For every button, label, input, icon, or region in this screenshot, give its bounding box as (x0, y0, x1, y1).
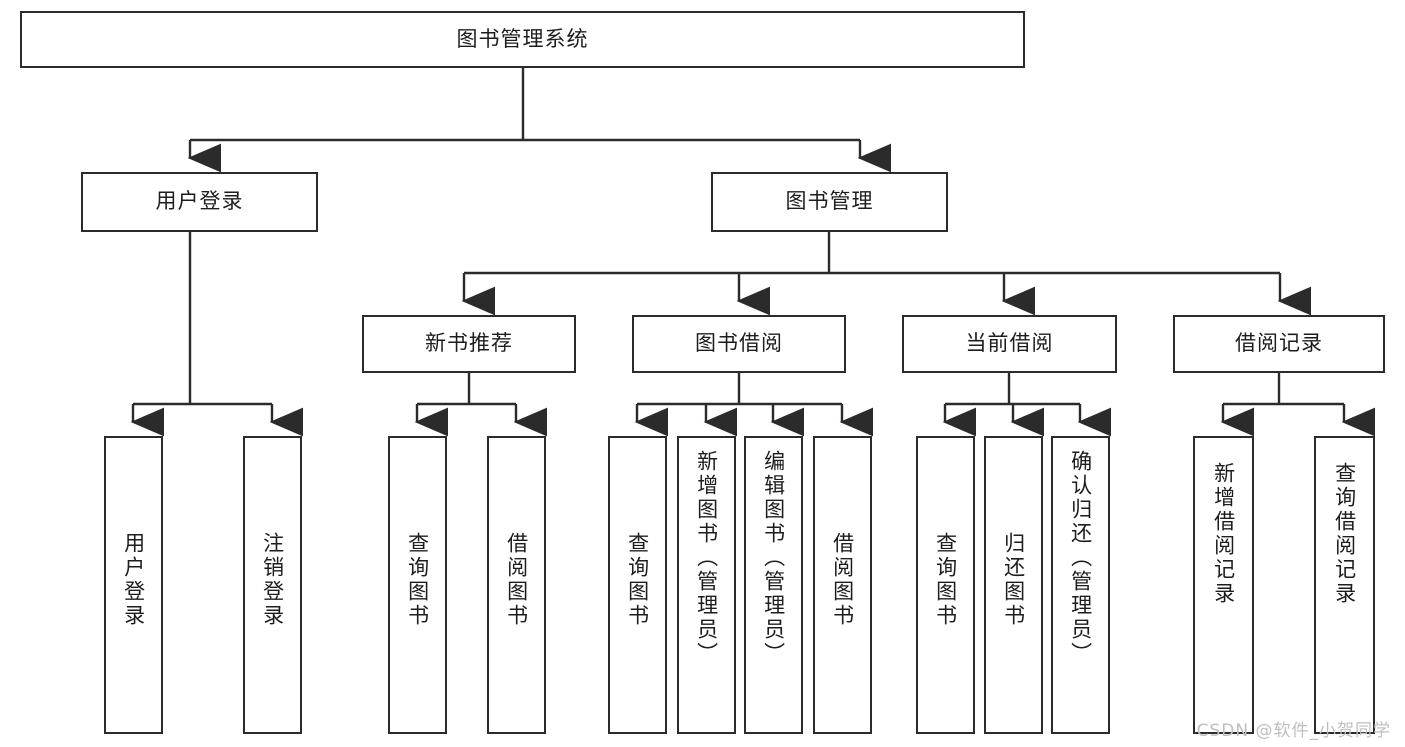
leaf-label: 用户登录 (121, 532, 146, 628)
leaf-borrow-book-recommend[interactable]: 借阅图书 (487, 436, 546, 734)
leaf-query-borrow-record[interactable]: 查询借阅记录 (1314, 436, 1375, 734)
node-book-borrow[interactable]: 图书借阅 (632, 315, 846, 373)
leaf-confirm-return-admin[interactable]: 确认归还（管理员） (1051, 436, 1110, 734)
leaf-label: 查询借阅记录 (1332, 462, 1357, 606)
leaf-label: 借阅图书 (504, 532, 529, 628)
leaf-label: 查询图书 (405, 532, 430, 628)
leaf-add-borrow-record[interactable]: 新增借阅记录 (1193, 436, 1254, 734)
leaf-label: 注销登录 (260, 532, 285, 628)
leaf-logout[interactable]: 注销登录 (243, 436, 302, 734)
leaf-add-book-admin[interactable]: 新增图书（管理员） (677, 436, 736, 734)
leaf-label: 新增图书（管理员） (694, 450, 719, 666)
leaf-return-book[interactable]: 归还图书 (984, 436, 1043, 734)
leaf-label: 查询图书 (933, 532, 958, 628)
node-label: 借阅记录 (1235, 331, 1323, 356)
node-root-book-management-system[interactable]: 图书管理系统 (20, 11, 1025, 68)
leaf-label: 确认归还（管理员） (1068, 450, 1093, 666)
leaf-borrow-book[interactable]: 借阅图书 (813, 436, 872, 734)
leaf-label: 编辑图书（管理员） (761, 450, 786, 666)
leaf-label: 借阅图书 (830, 532, 855, 628)
node-label: 新书推荐 (425, 331, 513, 356)
node-label: 图书管理系统 (456, 26, 589, 51)
node-borrow-record[interactable]: 借阅记录 (1173, 315, 1385, 373)
node-label: 图书借阅 (695, 331, 783, 356)
leaf-query-book-borrow[interactable]: 查询图书 (608, 436, 667, 734)
leaf-user-login[interactable]: 用户登录 (104, 436, 163, 734)
node-label: 图书管理 (785, 189, 874, 214)
node-new-book-recommend[interactable]: 新书推荐 (362, 315, 576, 373)
node-label: 用户登录 (155, 189, 244, 214)
node-book-management[interactable]: 图书管理 (711, 172, 948, 232)
node-current-borrow[interactable]: 当前借阅 (902, 315, 1117, 373)
leaf-label: 新增借阅记录 (1211, 462, 1236, 606)
node-user-login[interactable]: 用户登录 (81, 172, 318, 232)
leaf-label: 归还图书 (1001, 532, 1026, 628)
leaf-edit-book-admin[interactable]: 编辑图书（管理员） (744, 436, 803, 734)
leaf-label: 查询图书 (625, 532, 650, 628)
node-label: 当前借阅 (965, 331, 1054, 356)
watermark-csdn: CSDN @软件_小贺同学 (1196, 721, 1391, 741)
leaf-query-book-recommend[interactable]: 查询图书 (388, 436, 447, 734)
leaf-query-book-current[interactable]: 查询图书 (916, 436, 975, 734)
